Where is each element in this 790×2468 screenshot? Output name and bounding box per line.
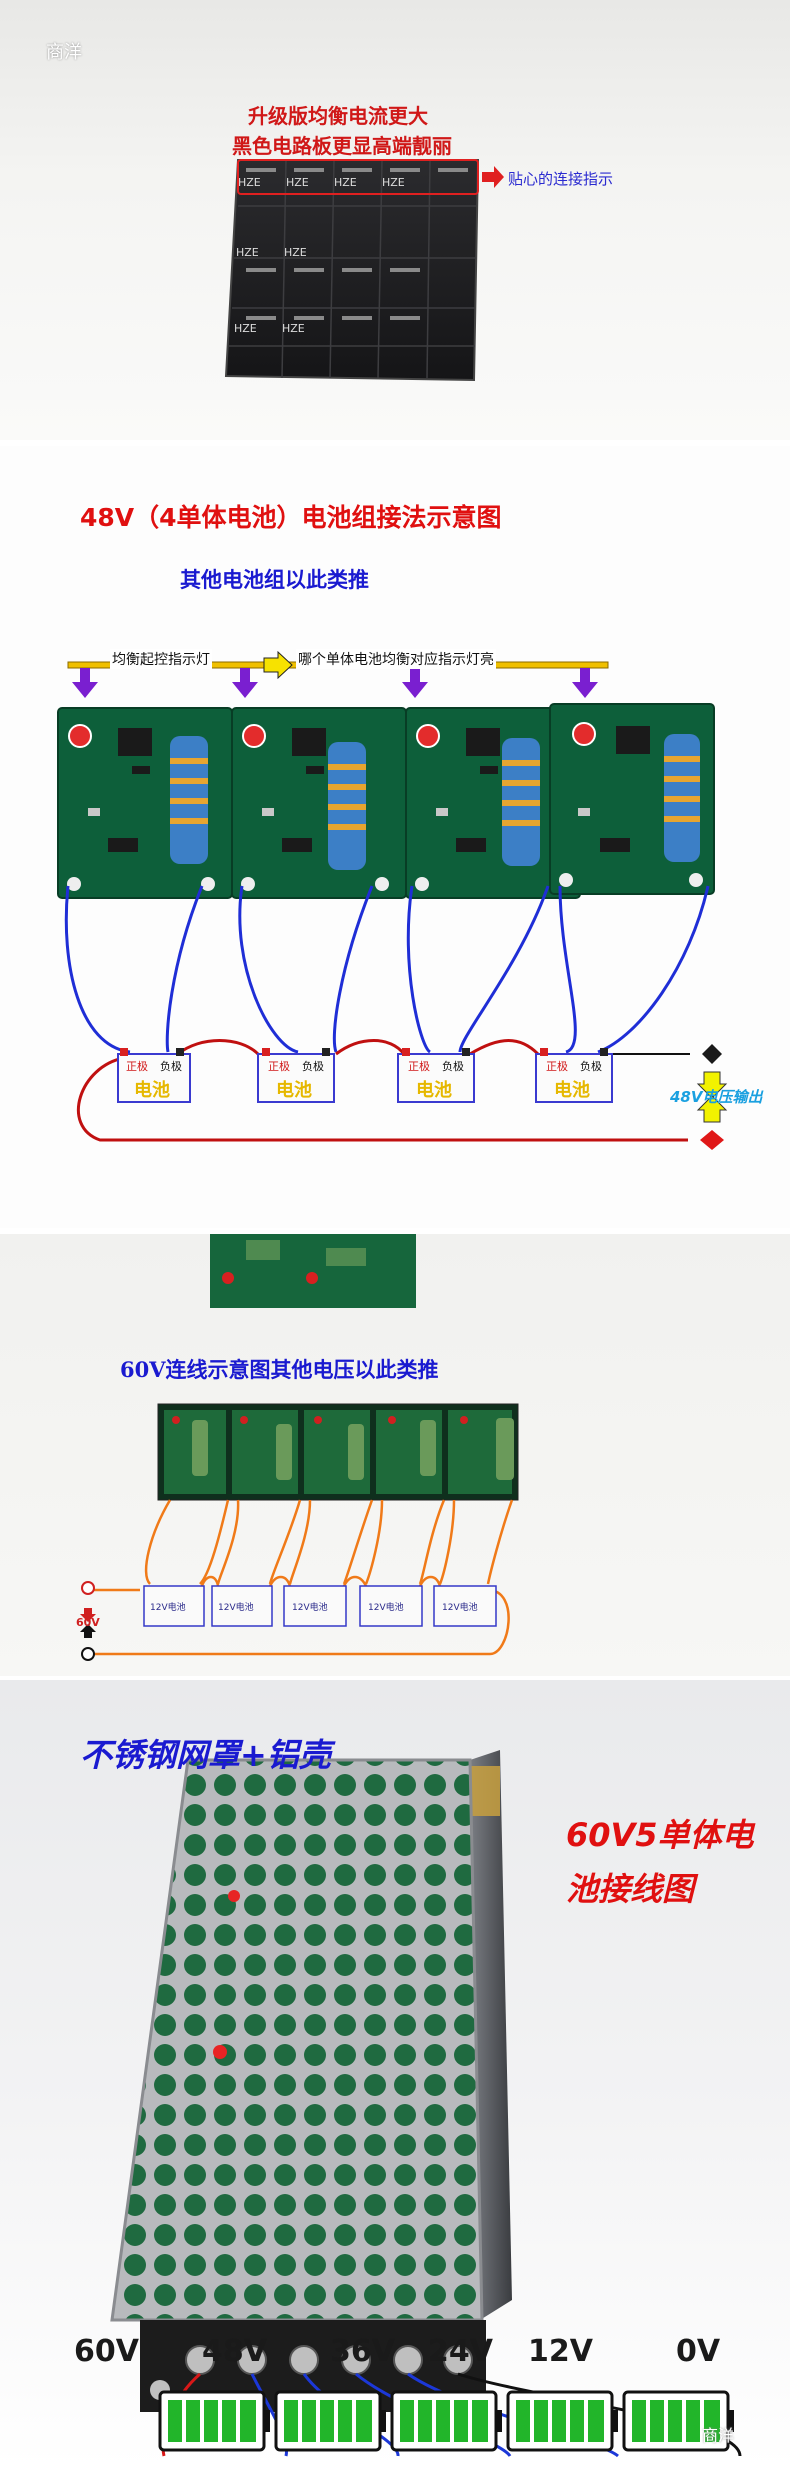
battery-12v-label: 12V电池 bbox=[150, 1603, 186, 1613]
indicator-legend-right: 哪个单体电池均衡对应指示灯亮 bbox=[296, 649, 496, 669]
wiring-48v-subtitle: 其他电池组以此类推 bbox=[180, 568, 369, 592]
battery-pos-label: 正极 bbox=[546, 1060, 568, 1073]
hze-label: HZE bbox=[286, 176, 309, 189]
hze-label: HZE bbox=[236, 246, 259, 259]
indicator-legend-left: 均衡起控指示灯 bbox=[110, 649, 212, 669]
wiring-48v-title: 48V（4单体电池）电池组接法示意图 bbox=[80, 503, 502, 532]
battery-icon bbox=[158, 2390, 270, 2452]
battery-pos-label: 正极 bbox=[408, 1060, 430, 1073]
battery-neg-label: 负极 bbox=[302, 1060, 324, 1073]
battery-icon bbox=[622, 2390, 734, 2452]
black-pcb-panel-graphic bbox=[224, 159, 504, 382]
battery-pos-label: 正极 bbox=[268, 1060, 290, 1073]
battery-12v-label: 12V电池 bbox=[442, 1603, 478, 1613]
divider bbox=[0, 1228, 790, 1234]
volt-60v-label: 60V bbox=[76, 1616, 100, 1629]
panel-enclosure: 不锈钢网罩+铝壳 60V5单体电 池接线图 60V 48V 36V 24V 12… bbox=[0, 1680, 790, 2468]
upgrade-title-line2: 黑色电路板更显高端靓丽 bbox=[232, 134, 452, 158]
hze-label: HZE bbox=[284, 246, 307, 259]
watermark-bottom: 商洋 bbox=[702, 2426, 735, 2445]
battery-neg-label: 负极 bbox=[442, 1060, 464, 1073]
battery-icons-row bbox=[158, 2390, 734, 2452]
voltage-label-48v: 48V bbox=[202, 2334, 267, 2369]
hze-label: HZE bbox=[334, 176, 357, 189]
watermark-top: 商洋 bbox=[46, 42, 82, 63]
divider bbox=[0, 1676, 790, 1682]
balance-boards bbox=[57, 703, 715, 899]
battery-label: 电池 bbox=[416, 1080, 452, 1101]
voltage-label-36v: 36V bbox=[330, 2334, 395, 2369]
hze-label: HZE bbox=[382, 176, 405, 189]
enclosure-title: 不锈钢网罩+铝壳 bbox=[80, 1736, 331, 1774]
battery-label: 电池 bbox=[134, 1080, 170, 1101]
panel-60v-wiring: 60V连线示意图其他电压以此类推 12V电池 12V电池 12V电池 12V电池… bbox=[0, 1234, 790, 1676]
battery-icon bbox=[390, 2390, 502, 2452]
divider bbox=[0, 440, 790, 446]
wiring-60v-title: 60V连线示意图其他电压以此类推 bbox=[120, 1357, 439, 1382]
voltage-label-60v: 60V bbox=[74, 2334, 139, 2369]
battery-12v-label: 12V电池 bbox=[368, 1603, 404, 1613]
wiring-48v-diagram bbox=[57, 650, 728, 1150]
wiring-5cell-title-line2: 池接线图 bbox=[566, 1870, 695, 1908]
hze-label: HZE bbox=[282, 322, 305, 335]
battery-neg-label: 负极 bbox=[580, 1060, 602, 1073]
battery-label: 电池 bbox=[554, 1080, 590, 1101]
hze-label: HZE bbox=[238, 176, 261, 189]
wiring-5cell-title-line1: 60V5单体电 bbox=[566, 1816, 754, 1854]
battery-label: 电池 bbox=[276, 1080, 312, 1101]
hze-label: HZE bbox=[234, 322, 257, 335]
upgrade-title-line1: 升级版均衡电流更大 bbox=[248, 104, 428, 128]
battery-12v-label: 12V电池 bbox=[218, 1603, 254, 1613]
battery-icon bbox=[274, 2390, 386, 2452]
battery-icon bbox=[506, 2390, 618, 2452]
battery-neg-label: 负极 bbox=[160, 1060, 182, 1073]
voltage-label-0v: 0V bbox=[676, 2334, 721, 2369]
battery-pos-label: 正极 bbox=[126, 1060, 148, 1073]
connection-hint-note: 贴心的连接指示 bbox=[508, 170, 614, 188]
output-48v-label: 48V电压输出 bbox=[670, 1088, 763, 1106]
panel-48v-wiring: 48V（4单体电池）电池组接法示意图 其他电池组以此类推 bbox=[0, 446, 790, 1228]
voltage-label-24v: 24V bbox=[428, 2334, 493, 2369]
wiring-60v-diagram bbox=[80, 1234, 519, 1661]
voltage-label-12v: 12V bbox=[528, 2334, 593, 2369]
panel-pcb-upgrade: 商洋 升级版均衡电流更大 黑色电路板更显高端靓丽 HZE HZE HZE HZ bbox=[0, 0, 790, 440]
enclosure-graphic bbox=[110, 1750, 742, 2458]
battery-12v-label: 12V电池 bbox=[292, 1603, 328, 1613]
